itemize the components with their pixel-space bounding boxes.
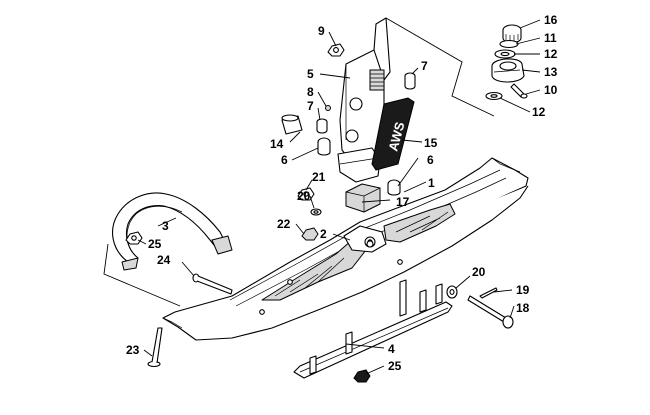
washer-20-left (310, 208, 322, 216)
callout-15: 15 (424, 136, 438, 150)
callout-5: 5 (307, 67, 314, 81)
callout-13: 13 (544, 65, 558, 79)
callout-10: 10 (544, 83, 558, 97)
nut-25-upper (125, 231, 143, 245)
bushing-6-right (387, 179, 401, 196)
washer-20-right (446, 285, 458, 299)
callout-17: 17 (396, 195, 410, 209)
callout-12-upper: 12 (544, 47, 558, 61)
nut-25-lower (353, 369, 371, 383)
bushing-7-upper (404, 72, 416, 90)
ring-11 (499, 39, 519, 49)
callout-22: 22 (277, 217, 291, 231)
bushing-7-lower (316, 118, 328, 134)
assembly-bracket-lines (103, 17, 495, 307)
callout-24: 24 (157, 253, 171, 267)
bolt-24 (192, 273, 233, 295)
decal-label: AWS (385, 120, 407, 153)
callout-20-right: 20 (472, 265, 486, 279)
wear-bar (293, 279, 453, 379)
washer-12-upper (494, 49, 516, 59)
callout-19: 19 (516, 283, 530, 297)
bolt-18 (467, 295, 514, 329)
callout-25-upper: 25 (148, 237, 162, 251)
ski-body (162, 157, 529, 341)
callout-8: 8 (307, 85, 314, 99)
nut-22 (301, 227, 319, 241)
nut-9 (327, 43, 345, 57)
pin-19 (479, 287, 498, 299)
callout-16: 16 (544, 13, 558, 27)
callout-21: 21 (312, 170, 326, 184)
callout-23: 23 (126, 343, 140, 357)
cap-16 (502, 24, 522, 44)
callout-9: 9 (318, 24, 325, 38)
aws-decal: AWS (371, 97, 415, 171)
bolt-2 (366, 240, 374, 248)
ski-handle (112, 192, 233, 271)
callout-4: 4 (388, 342, 395, 356)
clamp-13 (491, 58, 525, 83)
callout-1: 1 (428, 176, 435, 190)
callout-11: 11 (544, 31, 557, 45)
callout-7-lower: 7 (307, 99, 314, 113)
callout-18: 18 (516, 301, 530, 315)
leader-lines (137, 19, 541, 375)
bushing-6-left (317, 137, 331, 156)
callout-labels: 9 5 7 8 7 14 6 15 6 1 21 20 17 22 2 3 25… (126, 13, 558, 373)
callout-6-right: 6 (427, 153, 434, 167)
block-17 (345, 183, 381, 213)
callout-6-left: 6 (281, 153, 288, 167)
fitting-8 (325, 105, 331, 111)
callout-25-lower: 25 (388, 359, 402, 373)
pin-14 (281, 114, 303, 135)
bolt-10 (510, 83, 528, 99)
washer-12-lower (485, 91, 503, 101)
callout-20-left: 20 (297, 189, 311, 203)
callout-7-upper: 7 (421, 59, 428, 73)
callout-12-lower: 12 (532, 105, 546, 119)
spindle (337, 17, 391, 183)
callout-2: 2 (320, 227, 327, 241)
callout-3: 3 (162, 219, 169, 233)
screw-23 (147, 327, 163, 368)
callout-14: 14 (270, 137, 284, 151)
